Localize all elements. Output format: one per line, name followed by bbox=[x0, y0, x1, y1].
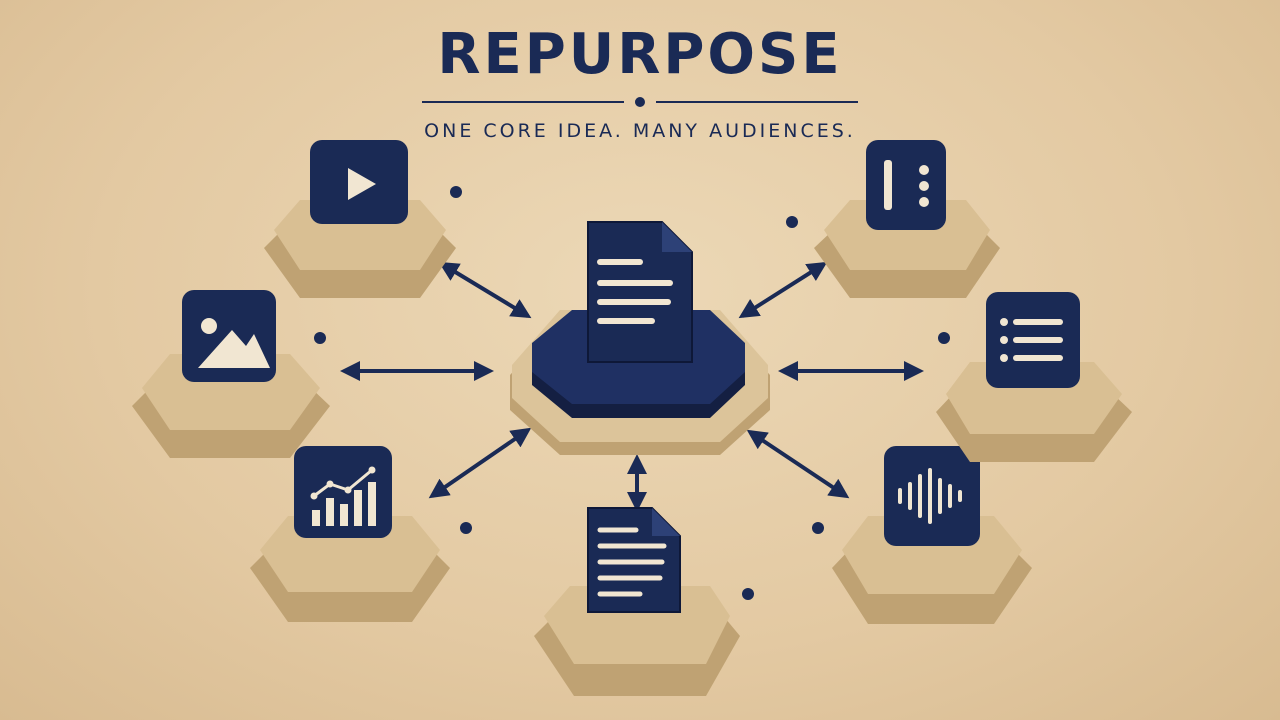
decorative-dots bbox=[314, 186, 950, 600]
title-divider bbox=[422, 97, 858, 107]
central-hub bbox=[510, 221, 770, 455]
subtitle: ONE CORE IDEA. MANY AUDIENCES. bbox=[424, 120, 856, 142]
page-title: REPURPOSE bbox=[437, 22, 843, 87]
node-list bbox=[936, 292, 1132, 462]
node-chart bbox=[250, 446, 450, 622]
bar-chart-icon bbox=[310, 466, 376, 526]
node-video bbox=[264, 140, 456, 298]
node-slides bbox=[814, 140, 1000, 298]
columns-icon bbox=[884, 160, 929, 210]
audio-wave-icon bbox=[898, 468, 962, 524]
node-article bbox=[534, 507, 740, 696]
arrow-chart bbox=[428, 427, 532, 499]
node-audio bbox=[832, 446, 1032, 624]
connector-arrows bbox=[340, 261, 924, 512]
hub-document-icon bbox=[587, 221, 693, 363]
node-image bbox=[132, 290, 330, 458]
play-video-icon bbox=[348, 168, 376, 200]
image-icon bbox=[198, 318, 270, 368]
document-icon bbox=[587, 507, 681, 613]
arrow-audio bbox=[746, 429, 850, 499]
arrow-video bbox=[438, 261, 532, 319]
list-icon bbox=[1000, 318, 1063, 362]
arrow-slides bbox=[738, 261, 828, 319]
